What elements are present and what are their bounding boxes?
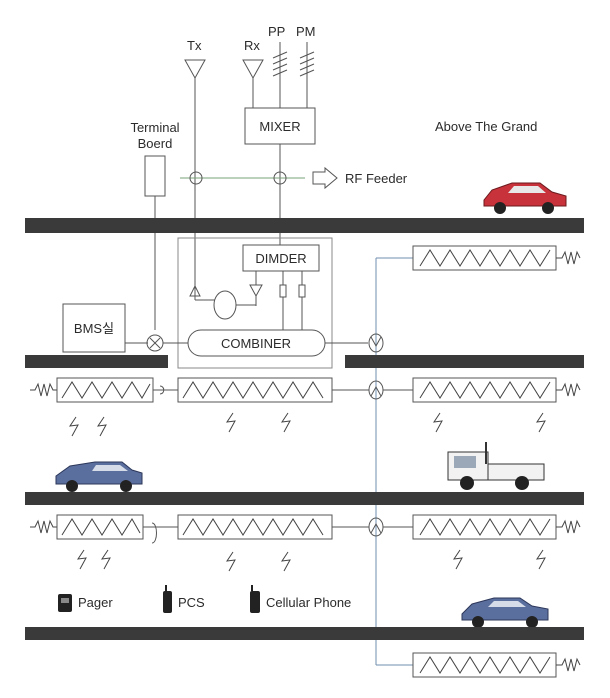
tx-label: Tx <box>187 38 202 53</box>
legend: Pager PCS Cellular Phone <box>58 585 351 613</box>
tx-antenna: Tx <box>184 38 206 300</box>
rx-antenna: Rx <box>242 38 264 108</box>
splitter-1 <box>368 333 384 353</box>
b2-slab <box>25 492 584 505</box>
rx-label: Rx <box>244 38 260 53</box>
blue-car-icon <box>55 461 143 492</box>
signal-bolts-b1 <box>68 412 546 437</box>
leaky-cable-b1-mid <box>177 377 333 403</box>
bms-label: BMS실 <box>74 321 114 336</box>
pm-line: PM <box>296 24 316 108</box>
pm-label: PM <box>296 24 316 39</box>
leaky-cable-top-right <box>412 245 581 271</box>
signal-bolts-b2 <box>76 549 546 572</box>
pp-line: PP <box>268 24 288 108</box>
b1-slab-right <box>345 355 584 368</box>
rf-feeder-arrow-icon <box>312 166 338 190</box>
leaky-cable-b1-left <box>30 377 154 403</box>
ground-slab <box>25 218 584 233</box>
terminal-label-line2: Boerd <box>138 136 173 151</box>
red-car-icon <box>483 182 567 214</box>
rf-feeder-label: RF Feeder <box>345 171 408 186</box>
above-ground-label: Above The Grand <box>435 119 537 134</box>
legend-pcs-label: PCS <box>178 595 205 610</box>
leaky-cable-b1-right <box>412 377 581 403</box>
b3-slab <box>25 627 584 640</box>
cellular-phone-icon <box>250 585 260 613</box>
combiner-box: COMBINER <box>187 329 326 357</box>
legend-pager-label: Pager <box>78 595 113 610</box>
truck-icon <box>447 442 545 490</box>
bms-room: BMS실 <box>62 303 126 353</box>
blue-car-b2-icon <box>461 597 549 628</box>
mixer-box: MIXER <box>244 107 316 145</box>
terminal-label-line1: Terminal <box>130 120 179 135</box>
b1-slab-left <box>25 355 168 368</box>
combiner-label: COMBINER <box>221 336 291 351</box>
leaky-cable-b2-right <box>412 514 581 540</box>
pager-icon <box>58 594 72 612</box>
leaky-cable-bottom-right <box>412 652 581 678</box>
dimder-label: DIMDER <box>255 251 306 266</box>
leaky-cable-b2-mid <box>177 514 333 540</box>
pcs-phone-icon <box>163 585 172 613</box>
mixer-label: MIXER <box>259 119 300 134</box>
leaky-cable-b2-left <box>30 514 144 540</box>
dimder-box: DIMDER <box>242 244 320 272</box>
equipment-room <box>177 237 333 369</box>
legend-cellular-label: Cellular Phone <box>266 595 351 610</box>
pp-label: PP <box>268 24 285 39</box>
terminal-board <box>144 155 166 197</box>
